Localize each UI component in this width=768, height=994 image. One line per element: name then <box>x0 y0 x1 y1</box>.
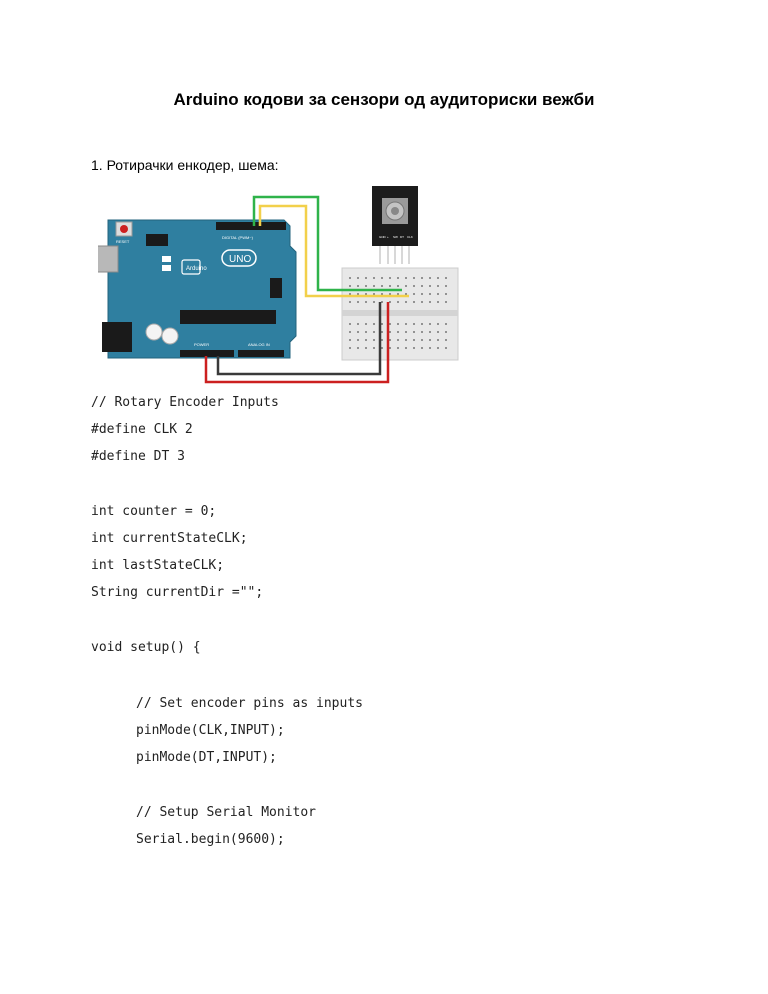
wire-black <box>216 302 382 376</box>
arduino-brand: Arduino <box>186 266 207 272</box>
power-jack <box>102 322 132 352</box>
module-pin-dt: DT <box>400 235 404 239</box>
analog-label: ANALOG IN <box>248 342 270 347</box>
code-line: int lastStateCLK; <box>91 558 225 573</box>
icsp-header <box>146 234 168 246</box>
reset-label: RESET <box>116 239 130 244</box>
module-pin-gnd: GND <box>379 235 387 239</box>
code-line: pinMode(CLK,INPUT); <box>136 723 285 738</box>
led-rx <box>162 265 171 271</box>
document-title: Arduino кодови за сензори од аудиториски… <box>173 90 595 109</box>
power-header <box>180 350 234 357</box>
code-line: int counter = 0; <box>91 504 217 519</box>
led-tx <box>162 256 171 262</box>
breadboard <box>341 267 459 361</box>
wire-yellow <box>258 204 409 298</box>
code-line: Serial.begin(9600); <box>136 832 285 847</box>
module-pin-clk: CLK <box>407 235 413 239</box>
board-label: UNO <box>229 254 251 265</box>
icsp-header-2 <box>270 278 282 298</box>
digital-header <box>216 222 286 230</box>
code-line: #define DT 3 <box>91 449 185 464</box>
section-heading: 1. Ротирачки енкодер, шема: <box>91 157 279 173</box>
digital-label: DIGITAL (PWM~) <box>222 235 254 240</box>
arduino-board: RESET DIGITAL (PWM~) Arduino UNO POWER A… <box>98 219 297 359</box>
code-line: #define CLK 2 <box>91 422 193 437</box>
capacitor-1 <box>145 323 163 341</box>
code-line: // Setup Serial Monitor <box>136 805 317 820</box>
arduino-logo <box>181 259 201 275</box>
wiring-diagram: RESET DIGITAL (PWM~) Arduino UNO POWER A… <box>98 186 459 384</box>
atmega-chip <box>180 310 276 324</box>
module-pin-sw: SW <box>393 235 398 239</box>
uno-badge <box>221 249 257 267</box>
code-line: String currentDir =""; <box>91 585 264 600</box>
code-line: pinMode(DT,INPUT); <box>136 750 277 765</box>
reset-button-cap <box>120 225 128 233</box>
analog-header <box>238 350 284 357</box>
wire-green <box>252 195 402 292</box>
wire-red <box>204 302 390 384</box>
code-line: int currentStateCLK; <box>91 531 248 546</box>
rotary-encoder-module: GND + SW DT CLK <box>372 186 418 264</box>
capacitor-2 <box>161 327 179 345</box>
usb-connector <box>98 245 119 273</box>
power-label: POWER <box>194 342 209 347</box>
code-line: // Set encoder pins as inputs <box>136 696 363 711</box>
code-line: // Rotary Encoder Inputs <box>91 395 279 410</box>
module-pin-vcc: + <box>387 235 389 239</box>
code-line: void setup() { <box>91 640 201 655</box>
